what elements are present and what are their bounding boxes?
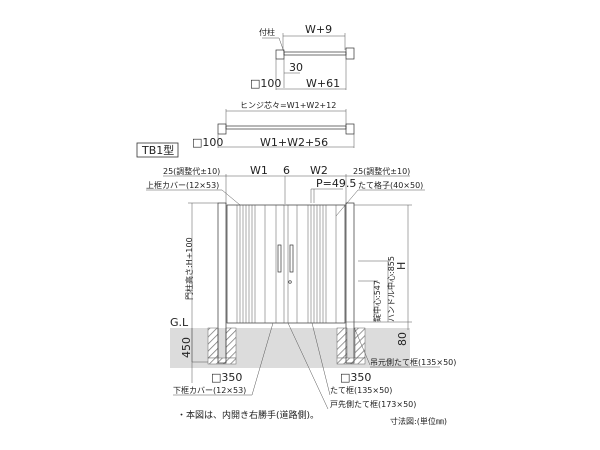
post-size-2: □100 [192,136,223,149]
elevation-view: 25(調整代±10) W1 6 W2 25(調整代±10) 上框カバー(12×5… [146,164,456,410]
type-badge [136,142,179,158]
handle-right [289,244,294,273]
lock-center: 錠中心:547 [372,280,382,322]
note: ・本図は、内開き右勝手(道路側)。 [177,409,319,421]
foundation-right-size: □350 [340,371,371,384]
dim-w9: W+9 [305,23,332,36]
foundation-right [336,327,348,359]
dim-w1w2-56: W1+W2+56 [260,136,328,149]
lock-icon [288,280,292,284]
plan-view-single: 付柱 W+9 30 □100 W+61 [250,23,355,90]
clearance-80: 80 [396,332,409,346]
handle-center: ハンドル中心:855 [386,256,396,322]
type-label: TB1型 [141,143,174,157]
depth-450: 450 [180,337,193,358]
dim-w2: W2 [310,164,328,177]
caption: 寸法図:(単位㎜) [390,416,447,426]
stile-label: たて框(135×50) [330,385,392,395]
dim-w61: W+61 [306,77,340,90]
dim-30: 30 [289,61,303,74]
handle-left [277,244,282,273]
adj-left: 25(調整代±10) [163,166,220,176]
post-right [345,202,355,364]
gate-leaves [226,204,346,324]
plan-view-double: ヒンジ芯々=W1+W2+12 □100 W1+W2+56 [192,100,355,149]
gl-label: G.L [170,316,189,329]
post-size: □100 [250,77,281,90]
latch-stile-label: 戸先側たて框(173×50) [330,399,416,409]
lattice-label: たて格子(40×50) [358,180,423,190]
pitch: P=49.5 [316,177,356,190]
dim-h: H [395,262,408,270]
hinge-center-dim: ヒンジ芯々=W1+W2+12 [240,100,336,110]
post-label: 付柱 [259,27,275,37]
top-cover-label: 上框カバー(12×53) [146,180,219,190]
hinge-stile-label: 吊元側たて框(135×50) [370,357,456,367]
post-left [217,202,227,364]
foundation-left-size: □350 [211,371,242,384]
post-height: 門柱高さ:H+100 [184,237,194,300]
adj-right: 25(調整代±10) [353,166,410,176]
lattice-slats [236,205,337,323]
dim-gap: 6 [283,164,290,177]
dim-w1: W1 [250,164,268,177]
foundation-left [207,327,219,359]
bottom-cover-label: 下框カバー(12×53) [173,385,246,395]
